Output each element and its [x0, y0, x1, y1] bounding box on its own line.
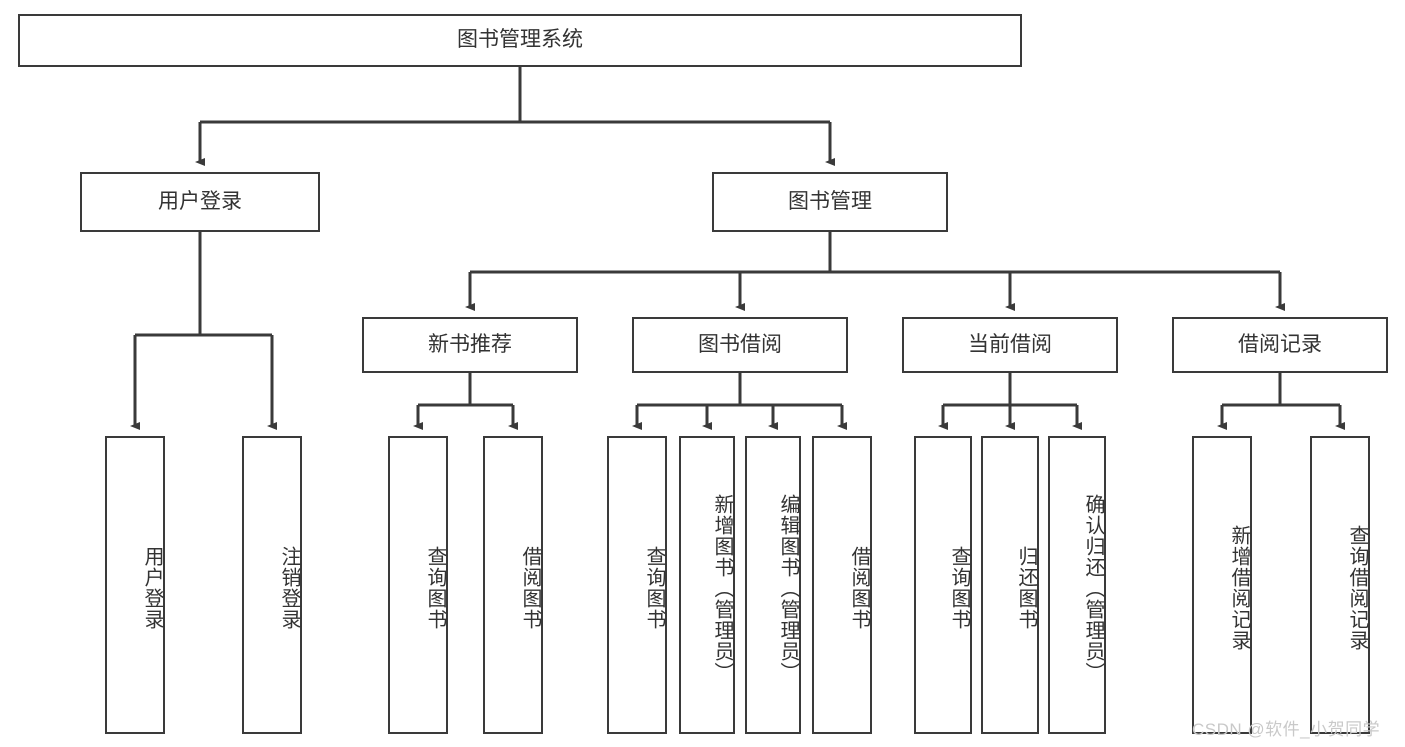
node-label: 新书推荐 — [428, 332, 512, 356]
edges-user-login — [130, 232, 277, 430]
node-label: 借阅图书 — [519, 546, 541, 630]
node-label: 当前借阅 — [968, 332, 1052, 356]
node-label: 用户登录 — [141, 546, 163, 630]
node-label: 用户登录 — [158, 189, 242, 213]
node-borrow-record[interactable]: 借阅记录 — [1172, 317, 1388, 373]
edges-root — [195, 67, 835, 166]
leaf-query-borrow-record[interactable]: 查询借阅记录 — [1310, 436, 1370, 734]
leaf-add-book-admin[interactable]: 新增图书（管理员） — [679, 436, 735, 734]
leaf-query-book-borrow[interactable]: 查询图书 — [607, 436, 667, 734]
node-label: 查询图书 — [424, 546, 446, 630]
node-book-borrow[interactable]: 图书借阅 — [632, 317, 848, 373]
node-label: 编辑图书（管理员） — [777, 493, 799, 683]
leaf-user-logout[interactable]: 注销登录 — [242, 436, 302, 734]
node-label: 查询借阅记录 — [1346, 525, 1368, 651]
csdn-watermark: CSDN @软件_小贺同学 — [1192, 720, 1381, 739]
node-label: 注销登录 — [278, 546, 300, 630]
edges-new-book-rec — [413, 373, 518, 430]
leaf-confirm-return-admin[interactable]: 确认归还（管理员） — [1048, 436, 1106, 734]
leaf-add-borrow-record[interactable]: 新增借阅记录 — [1192, 436, 1252, 734]
edges-current-borrow — [938, 373, 1082, 430]
node-label: 查询图书 — [643, 546, 665, 630]
node-label: 图书管理系统 — [457, 28, 583, 52]
node-label: 借阅记录 — [1238, 332, 1322, 356]
node-label: 新增图书（管理员） — [711, 493, 733, 683]
node-book-management[interactable]: 图书管理 — [712, 172, 948, 232]
node-label: 图书借阅 — [698, 332, 782, 356]
node-label: 归还图书 — [1015, 546, 1037, 630]
leaf-borrow-book[interactable]: 借阅图书 — [812, 436, 872, 734]
leaf-edit-book-admin[interactable]: 编辑图书（管理员） — [745, 436, 801, 734]
node-current-borrow[interactable]: 当前借阅 — [902, 317, 1118, 373]
leaf-query-book-current[interactable]: 查询图书 — [914, 436, 972, 734]
edges-book-manage — [465, 232, 1285, 311]
node-label: 确认归还（管理员） — [1082, 493, 1104, 683]
node-new-book-recommendation[interactable]: 新书推荐 — [362, 317, 578, 373]
node-label: 新增借阅记录 — [1228, 525, 1250, 651]
leaf-query-book-recommend[interactable]: 查询图书 — [388, 436, 448, 734]
leaf-return-book[interactable]: 归还图书 — [981, 436, 1039, 734]
leaf-user-login[interactable]: 用户登录 — [105, 436, 165, 734]
node-user-login[interactable]: 用户登录 — [80, 172, 320, 232]
edges-borrow-record — [1217, 373, 1345, 430]
node-label: 借阅图书 — [848, 546, 870, 630]
leaf-borrow-book-recommend[interactable]: 借阅图书 — [483, 436, 543, 734]
edges-book-borrow — [632, 373, 847, 430]
node-label: 查询图书 — [948, 546, 970, 630]
node-label: 图书管理 — [788, 189, 872, 213]
node-root-book-management-system[interactable]: 图书管理系统 — [18, 14, 1022, 67]
